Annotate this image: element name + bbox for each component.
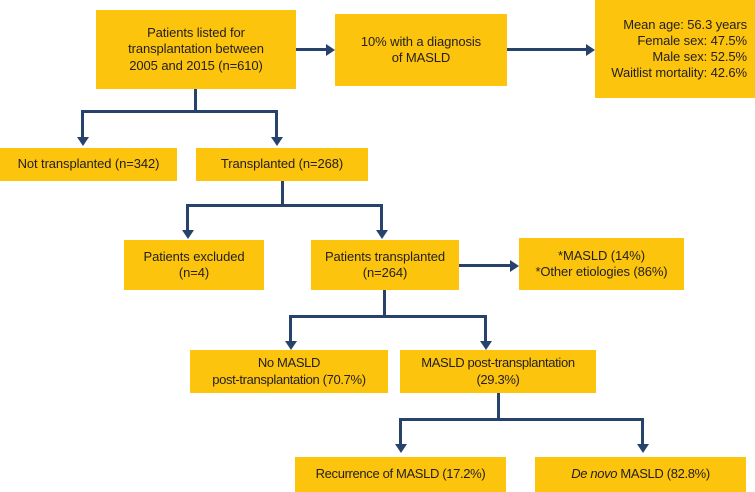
node-excluded-line2: (n=4) <box>178 265 210 280</box>
node-stats-male-sex: Male sex: 52.5% <box>652 49 747 64</box>
connector-masld-post-down <box>497 393 500 420</box>
node-recurrence-label: Recurrence of MASLD (17.2%) <box>315 466 486 482</box>
connector-diagnosis-to-stats <box>507 48 586 51</box>
connector-transplanted-to-etiologies <box>459 264 510 267</box>
connector-to-no-masld <box>289 315 292 341</box>
arrow-to-patients-transplanted <box>375 230 388 239</box>
node-de-novo-masld: De novo MASLD (82.8%) <box>535 457 746 492</box>
node-diagnosis-line2: of MASLD <box>391 50 451 65</box>
connector-to-transplanted <box>275 110 278 137</box>
arrow-diagnosis-to-stats <box>586 43 595 56</box>
node-stats-mean-age: Mean age: 56.3 years <box>623 16 747 32</box>
node-recurrence-of-masld: Recurrence of MASLD (17.2%) <box>295 457 506 492</box>
node-stats-female-sex: Female sex: 47.5% <box>637 32 747 48</box>
node-etiologies-other: *Other etiologies (86%) <box>535 264 668 279</box>
node-patients-listed-line3: 2005 and 2015 (n=610) <box>129 57 263 73</box>
connector-transplanted-down <box>281 181 284 206</box>
node-transplanted: Transplanted (n=268) <box>196 148 368 181</box>
connector-patients-transplanted-down <box>383 290 386 317</box>
node-no-masld-line2: post-transplantation (70.7%) <box>212 371 366 387</box>
node-patients-excluded: Patients excluded (n=4) <box>124 240 264 290</box>
node-patients-transplanted-line1: Patients transplanted <box>324 248 446 264</box>
node-not-transplanted: Not transplanted (n=342) <box>0 148 177 181</box>
connector-to-patients-transplanted <box>380 204 383 230</box>
connector-masld-post-split-horizontal <box>399 418 644 421</box>
node-not-transplanted-label: Not transplanted (n=342) <box>17 156 160 172</box>
connector-listed-down <box>194 89 197 111</box>
connector-patients-transplanted-split-horizontal <box>289 315 487 318</box>
node-diagnosis-line1: 10% with a diagnosis <box>360 33 482 49</box>
connector-to-de-novo <box>641 418 644 444</box>
node-masld-post-line1: MASLD post-transplantation <box>421 355 575 371</box>
connector-listed-to-diagnosis <box>296 48 326 51</box>
arrow-to-not-transplanted <box>76 137 89 146</box>
node-patients-listed-line1: Patients listed for <box>147 25 245 41</box>
node-de-novo-prefix: De novo <box>571 466 618 482</box>
node-patients-transplanted-line2: (n=264) <box>362 265 408 280</box>
node-de-novo-label: De novo MASLD (82.8%) <box>541 466 740 482</box>
arrow-to-recurrence <box>394 444 407 453</box>
node-de-novo-rest: MASLD (82.8%) <box>617 466 710 482</box>
node-etiologies: *MASLD (14%) *Other etiologies (86%) <box>519 238 684 290</box>
node-transplanted-label: Transplanted (n=268) <box>220 156 344 172</box>
node-masld-post-transplantation: MASLD post-transplantation (29.3%) <box>400 350 596 393</box>
connector-to-recurrence <box>399 418 402 444</box>
arrow-to-transplanted <box>270 137 283 146</box>
arrow-to-de-novo <box>636 444 649 453</box>
connector-transplanted-split-horizontal <box>186 204 383 207</box>
node-no-masld-post-transplantation: No MASLD post-transplantation (70.7%) <box>190 350 388 393</box>
connector-listed-split-horizontal <box>81 110 278 113</box>
connector-to-excluded <box>186 204 189 230</box>
node-diagnosis-masld: 10% with a diagnosis of MASLD <box>335 14 507 86</box>
node-patients-transplanted: Patients transplanted (n=264) <box>311 240 459 290</box>
node-patients-listed: Patients listed for transplantation betw… <box>96 10 296 89</box>
arrow-to-masld-post <box>479 341 492 350</box>
arrow-listed-to-diagnosis <box>326 43 335 56</box>
arrow-transplanted-to-etiologies <box>510 259 519 272</box>
node-masld-post-line2: (29.3%) <box>476 371 520 387</box>
node-excluded-line1: Patients excluded <box>143 248 245 264</box>
node-no-masld-line1: No MASLD <box>257 355 321 371</box>
arrow-to-excluded <box>181 230 194 239</box>
arrow-to-no-masld <box>284 341 297 350</box>
node-waitlist-stats: Mean age: 56.3 years Female sex: 47.5% M… <box>595 0 755 98</box>
node-patients-listed-line2: transplantation between <box>128 41 264 57</box>
connector-to-masld-post <box>484 315 487 341</box>
node-etiologies-masld: *MASLD (14%) <box>558 247 645 263</box>
node-stats-waitlist-mortality: Waitlist mortality: 42.6% <box>611 65 747 81</box>
connector-to-not-transplanted <box>81 110 84 137</box>
